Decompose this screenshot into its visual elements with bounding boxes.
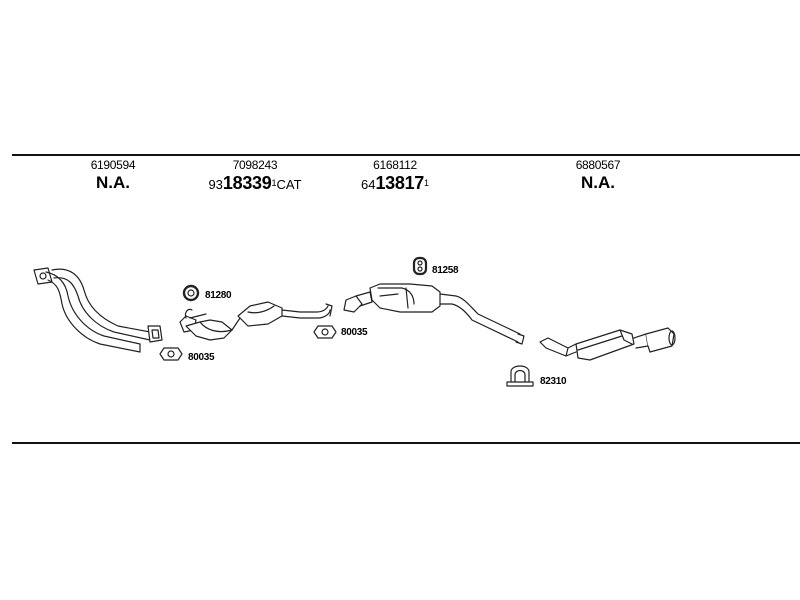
gasket-icon xyxy=(313,325,337,339)
availability-label: N.A. xyxy=(96,173,130,192)
clamp-icon xyxy=(506,365,534,387)
callout-label: 82310 xyxy=(540,376,567,387)
gasket-icon xyxy=(159,347,183,361)
column-header-4: 6880567 N.A. xyxy=(563,158,633,192)
column-header-2: 7098243 93183391CAT xyxy=(200,158,310,195)
catalog-superscript: 1 xyxy=(271,178,277,188)
part-number: 7098243 xyxy=(232,158,278,172)
catalog-suffix: CAT xyxy=(276,177,302,192)
rubber-mount-icon xyxy=(412,256,428,276)
column-header-3: 6168112 64138171 xyxy=(350,158,440,195)
rubber-hanger-icon xyxy=(182,284,200,302)
catalog-main: 13817 xyxy=(375,173,424,193)
center-muffler xyxy=(343,283,525,345)
bottom-divider xyxy=(12,442,800,444)
catalog-number: 64138171 xyxy=(350,173,440,195)
top-divider xyxy=(12,154,800,156)
catalog-number: 93183391CAT xyxy=(200,173,310,195)
catalog-prefix: 93 xyxy=(208,177,223,192)
column-header-1: 6190594 N.A. xyxy=(78,158,148,192)
rear-muffler xyxy=(539,327,676,361)
callout-label: 81280 xyxy=(205,290,232,301)
part-number: 6190594 xyxy=(90,158,136,172)
catalog-prefix: 64 xyxy=(360,177,376,192)
catalytic-converter xyxy=(179,301,333,341)
catalog-superscript: 1 xyxy=(424,178,430,188)
part-number: 6880567 xyxy=(575,158,621,172)
callout-label: 81258 xyxy=(432,265,459,276)
callout-label: 80035 xyxy=(341,327,368,338)
front-pipe xyxy=(33,267,163,353)
part-number: 6168112 xyxy=(373,158,417,172)
callout-label: 80035 xyxy=(188,352,215,363)
availability-label: N.A. xyxy=(581,173,615,192)
catalog-main: 18339 xyxy=(222,173,272,193)
